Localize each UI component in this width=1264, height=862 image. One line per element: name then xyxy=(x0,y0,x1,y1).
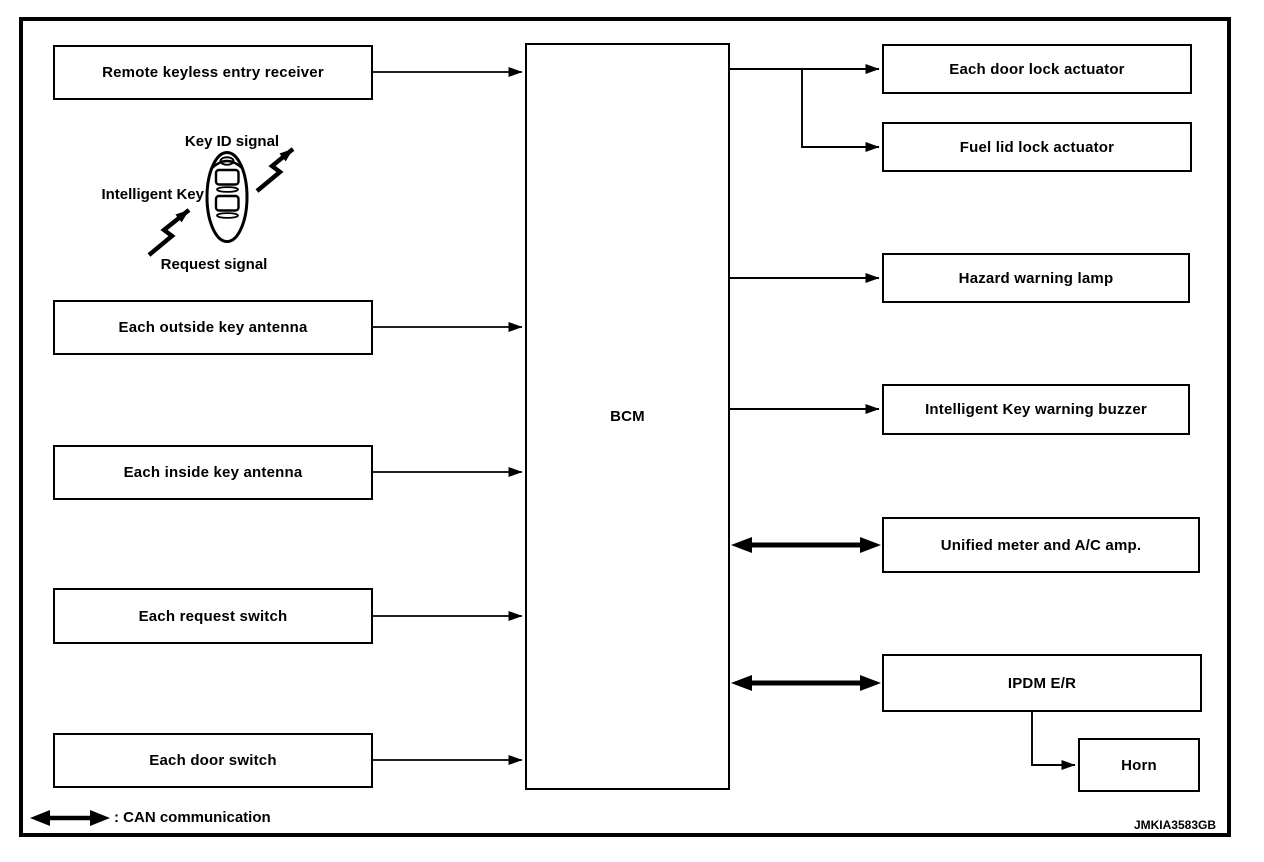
figure-code: JMKIA3583GB xyxy=(1133,818,1216,832)
node-each-outside-key-antenna: Each outside key antenna xyxy=(53,300,373,355)
node-label: Each inside key antenna xyxy=(123,464,303,481)
request-signal-label: Request signal xyxy=(160,256,268,273)
key-id-signal-label: Key ID signal xyxy=(184,133,280,150)
node-bcm: BCM xyxy=(525,43,730,790)
node-label: Hazard warning lamp xyxy=(958,269,1114,287)
request-signal-zigzag-arrow-icon xyxy=(147,208,191,257)
wire-branch-to-fuel-lid xyxy=(801,69,880,152)
node-label: Unified meter and A/C amp. xyxy=(940,536,1142,554)
node-label: Fuel lid lock actuator xyxy=(959,138,1115,156)
node-label: Intelligent Key warning buzzer xyxy=(925,401,1147,418)
node-fuel-lid-lock-actuator: Fuel lid lock actuator xyxy=(882,122,1192,172)
can-arrow-bcm-ipdm xyxy=(731,675,881,691)
node-label: Horn xyxy=(1121,756,1157,774)
node-unified-meter-ac-amp: Unified meter and A/C amp. xyxy=(882,517,1200,573)
node-label: Each door lock actuator xyxy=(949,60,1125,78)
can-communication-legend-text: : CAN communication xyxy=(114,809,271,826)
node-label: BCM xyxy=(610,408,645,425)
node-ipdm-er: IPDM E/R xyxy=(882,654,1202,712)
node-label: Each request switch xyxy=(138,607,288,625)
node-intelligent-key-warning-buzzer: Intelligent Key warning buzzer xyxy=(882,384,1190,435)
node-label: Each outside key antenna xyxy=(118,319,308,336)
wire-ipdm-to-horn xyxy=(1031,712,1076,770)
node-remote-keyless-entry-receiver: Remote keyless entry receiver xyxy=(53,45,373,100)
key-id-signal-zigzag-arrow-icon xyxy=(255,147,295,193)
can-arrow-bcm-unified-meter xyxy=(731,537,881,553)
node-label: Each door switch xyxy=(149,752,277,769)
node-horn: Horn xyxy=(1078,738,1200,792)
intelligent-key-fob-icon xyxy=(205,151,249,243)
node-each-door-lock-actuator: Each door lock actuator xyxy=(882,44,1192,94)
node-each-door-switch: Each door switch xyxy=(53,733,373,788)
node-hazard-warning-lamp: Hazard warning lamp xyxy=(882,253,1190,303)
node-each-inside-key-antenna: Each inside key antenna xyxy=(53,445,373,500)
intelligent-key-label: Intelligent Key xyxy=(101,186,204,203)
node-label: IPDM E/R xyxy=(1007,674,1077,692)
node-each-request-switch: Each request switch xyxy=(53,588,373,644)
legend-can-double-arrow-icon xyxy=(30,810,110,826)
node-label: Remote keyless entry receiver xyxy=(102,64,324,81)
